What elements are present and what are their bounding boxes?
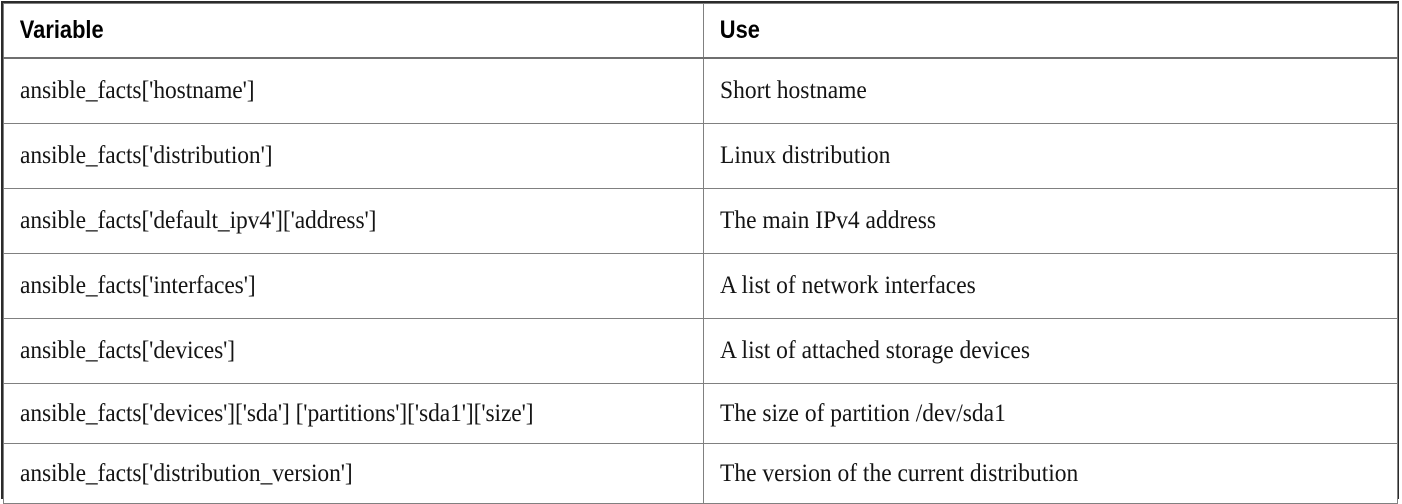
variable-name: ansible_facts['distribution_version'] [20, 459, 353, 487]
variable-description: Short hostname [720, 77, 867, 104]
cell-use: Linux distribution [703, 123, 1398, 189]
variable-name: ansible_facts['devices'] [20, 337, 236, 364]
variable-name: ansible_facts['default_ipv4']['address'] [20, 207, 377, 234]
variable-name: ansible_facts['hostname'] [20, 77, 255, 104]
cell-variable: ansible_facts['devices']['sda'] ['partit… [3, 383, 704, 444]
table-row: ansible_facts['devices']['sda'] ['partit… [3, 383, 1398, 444]
table-row: ansible_facts['interfaces'] A list of ne… [3, 253, 1398, 319]
table-row: ansible_facts['hostname'] Short hostname [3, 57, 1398, 124]
cell-use: A list of network interfaces [703, 253, 1398, 319]
variable-name: ansible_facts['distribution'] [20, 142, 273, 169]
cell-variable: ansible_facts['interfaces'] [3, 253, 704, 319]
table-row: ansible_facts['devices'] A list of attac… [3, 318, 1398, 384]
cell-variable: ansible_facts['hostname'] [3, 57, 704, 124]
table-row: ansible_facts['distribution_version'] Th… [3, 443, 1398, 504]
column-header-use-label: Use [718, 16, 759, 44]
variable-description: The main IPv4 address [720, 207, 937, 234]
cell-use: The version of the current distribution [703, 443, 1398, 504]
cell-variable: ansible_facts['distribution_version'] [3, 443, 704, 504]
variable-description: A list of attached storage devices [720, 337, 1030, 364]
variable-description: The size of partition /dev/sda1 [720, 399, 1006, 427]
variable-name: ansible_facts['interfaces'] [20, 272, 256, 299]
variable-description: Linux distribution [720, 142, 891, 169]
cell-variable: ansible_facts['distribution'] [3, 123, 704, 189]
variable-name: ansible_facts['devices']['sda'] ['partit… [20, 399, 534, 427]
column-header-variable: Variable [3, 3, 655, 59]
cell-use: The main IPv4 address [703, 188, 1398, 254]
column-header-use: Use [703, 3, 1350, 59]
cell-use: The size of partition /dev/sda1 [703, 383, 1398, 444]
table-row: ansible_facts['distribution'] Linux dist… [3, 123, 1398, 189]
variable-description: A list of network interfaces [720, 272, 976, 299]
cell-variable: ansible_facts['default_ipv4']['address'] [3, 188, 704, 254]
cell-variable: ansible_facts['devices'] [3, 318, 704, 384]
table-body: ansible_facts['hostname'] Short hostname… [3, 57, 1398, 504]
cell-use: Short hostname [703, 57, 1398, 124]
cell-use: A list of attached storage devices [703, 318, 1398, 384]
table-header: Variable Use [3, 3, 1398, 59]
table-row: ansible_facts['default_ipv4']['address']… [3, 188, 1398, 254]
table-header-row: Variable Use [3, 3, 1398, 59]
variable-description: The version of the current distribution [720, 459, 1079, 487]
ansible-facts-table: Variable Use ansible_facts['hostname'] S… [3, 3, 1398, 504]
column-header-variable-label: Variable [18, 16, 103, 44]
